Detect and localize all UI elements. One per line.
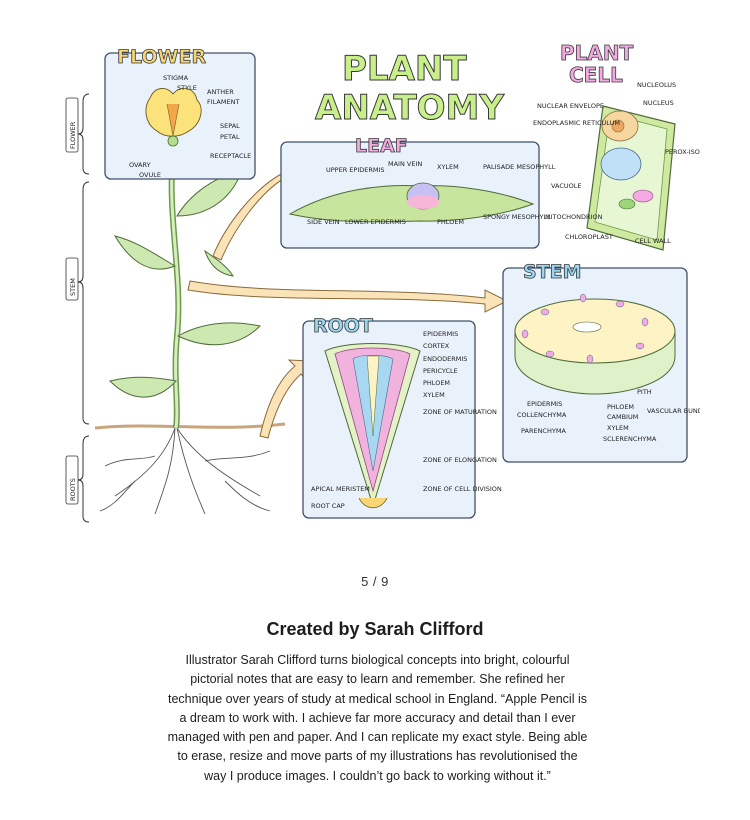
svg-text:PLANT: PLANT xyxy=(560,41,634,65)
svg-text:CHLOROPLAST: CHLOROPLAST xyxy=(565,233,613,241)
cell-panel: PLANT CELL NUCLEOLUS NUCLEUS NUCLEAR ENV… xyxy=(533,41,700,251)
svg-text:SIDE VEIN: SIDE VEIN xyxy=(307,218,340,226)
svg-text:EPIDERMIS: EPIDERMIS xyxy=(527,400,562,408)
svg-text:SEPAL: SEPAL xyxy=(220,122,240,130)
svg-text:PHLOEM: PHLOEM xyxy=(437,218,464,226)
svg-text:ENDOPLASMIC RETICULUM: ENDOPLASMIC RETICULUM xyxy=(533,119,620,127)
svg-text:PHLOEM: PHLOEM xyxy=(423,379,450,387)
svg-text:PLANT: PLANT xyxy=(342,49,467,89)
svg-text:NUCLEOLUS: NUCLEOLUS xyxy=(637,81,676,89)
svg-text:PETAL: PETAL xyxy=(220,133,240,141)
svg-text:MITOCHONDRION: MITOCHONDRION xyxy=(545,213,603,221)
svg-text:VASCULAR BUNDLE: VASCULAR BUNDLE xyxy=(647,407,700,415)
svg-text:ROOT: ROOT xyxy=(313,315,373,337)
svg-text:STYLE: STYLE xyxy=(177,84,197,92)
flower-panel: FLOWER STIGMA STYLE ANTHER FILAMENT SEPA… xyxy=(104,46,256,180)
svg-text:ZONE OF CELL DIVISION: ZONE OF CELL DIVISION xyxy=(423,485,502,493)
svg-text:ROOTS: ROOTS xyxy=(69,478,77,501)
svg-text:OVULE: OVULE xyxy=(139,171,161,179)
svg-text:COLLENCHYMA: COLLENCHYMA xyxy=(517,411,567,419)
caption-headline: Created by Sarah Clifford xyxy=(266,619,484,639)
svg-text:SPONGY MESOPHYLL: SPONGY MESOPHYLL xyxy=(483,213,551,221)
svg-text:ANTHER: ANTHER xyxy=(207,88,234,96)
svg-text:FILAMENT: FILAMENT xyxy=(207,98,239,106)
root-panel: ROOT EPIDERMIS CORTEX ENDODERMIS PERICYC… xyxy=(302,315,502,519)
svg-text:ZONE OF ELONGATION: ZONE OF ELONGATION xyxy=(423,456,497,464)
side-label-stem: STEM xyxy=(65,257,79,301)
caption-body: Illustrator Sarah Clifford turns biologi… xyxy=(167,653,588,783)
svg-text:PARENCHYMA: PARENCHYMA xyxy=(521,427,566,435)
svg-text:LEAF: LEAF xyxy=(355,135,408,157)
svg-text:EPIDERMIS: EPIDERMIS xyxy=(423,330,458,338)
svg-text:APICAL MERISTEM: APICAL MERISTEM xyxy=(311,485,370,493)
svg-text:RECEPTACLE: RECEPTACLE xyxy=(210,152,251,160)
svg-text:SCLERENCHYMA: SCLERENCHYMA xyxy=(603,435,657,443)
svg-text:CAMBIUM: CAMBIUM xyxy=(607,413,638,421)
svg-text:STIGMA: STIGMA xyxy=(163,74,189,82)
plant-anatomy-illustration: FLOWER STEM ROOTS xyxy=(55,36,700,526)
svg-text:VACUOLE: VACUOLE xyxy=(551,182,582,190)
svg-text:ZONE OF MATURATION: ZONE OF MATURATION xyxy=(423,408,497,416)
svg-text:LOWER EPIDERMIS: LOWER EPIDERMIS xyxy=(345,218,406,226)
stem-panel: STEM PITH EPIDERMIS COLLENCHYMA PARENCHY… xyxy=(502,261,700,463)
svg-text:ROOT CAP: ROOT CAP xyxy=(311,502,345,510)
svg-text:OVARY: OVARY xyxy=(129,161,151,169)
svg-text:PITH: PITH xyxy=(637,388,652,396)
svg-text:NUCLEAR ENVELOPE: NUCLEAR ENVELOPE xyxy=(537,102,604,110)
svg-text:ENDODERMIS: ENDODERMIS xyxy=(423,355,467,363)
svg-text:PERICYCLE: PERICYCLE xyxy=(423,367,458,375)
svg-text:STEM: STEM xyxy=(69,278,77,296)
svg-text:MAIN VEIN: MAIN VEIN xyxy=(388,160,422,168)
svg-text:XYLEM: XYLEM xyxy=(423,391,445,399)
side-label-roots: ROOTS xyxy=(65,455,79,505)
side-brackets xyxy=(77,93,90,523)
slide-counter: 5 / 9 xyxy=(361,574,389,589)
svg-text:CELL: CELL xyxy=(569,63,623,87)
svg-text:FLOWER: FLOWER xyxy=(69,121,77,149)
svg-text:CELL WALL: CELL WALL xyxy=(635,237,671,245)
svg-text:PHLOEM: PHLOEM xyxy=(607,403,634,411)
svg-text:NUCLEUS: NUCLEUS xyxy=(643,99,674,107)
svg-text:PEROX-ISOME: PEROX-ISOME xyxy=(665,148,700,156)
plant-leaves xyxy=(109,164,262,398)
svg-text:PALISADE MESOPHYLL: PALISADE MESOPHYLL xyxy=(483,163,556,171)
soil-line xyxy=(94,422,286,430)
leaf-panel: LEAF UPPER EPIDERMIS MAIN VEIN XYLEM PAL… xyxy=(280,135,556,249)
svg-text:XYLEM: XYLEM xyxy=(437,163,459,171)
root-system xyxy=(99,427,271,515)
svg-text:FLOWER: FLOWER xyxy=(117,46,206,68)
svg-text:ANATOMY: ANATOMY xyxy=(315,88,504,128)
svg-text:STEM: STEM xyxy=(523,261,582,283)
svg-text:UPPER EPIDERMIS: UPPER EPIDERMIS xyxy=(326,166,385,174)
main-title: PLANT ANATOMY xyxy=(315,49,505,129)
side-label-flower: FLOWER xyxy=(65,97,79,153)
svg-text:XYLEM: XYLEM xyxy=(607,424,629,432)
svg-text:CORTEX: CORTEX xyxy=(423,342,450,350)
